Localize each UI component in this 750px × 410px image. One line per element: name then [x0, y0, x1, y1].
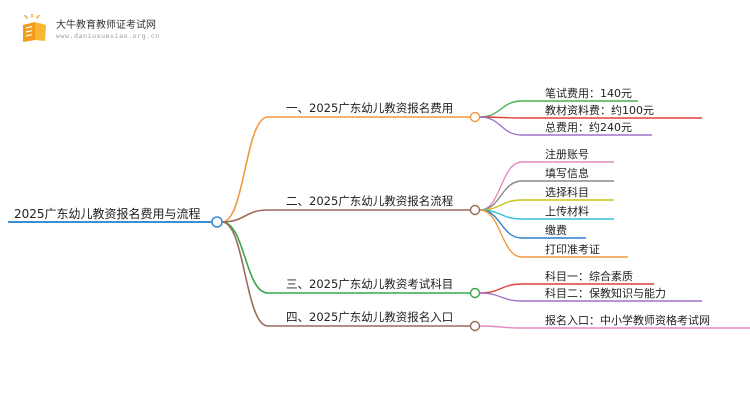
leaf-label[interactable]: 教材资料费：约100元 — [545, 103, 654, 117]
leaf-connector — [479, 100, 523, 118]
branch-label-1[interactable]: 一、2025广东幼儿教资报名费用 — [286, 101, 453, 115]
book-icon — [23, 14, 46, 42]
leaf-connector — [479, 292, 523, 302]
branch-collapse-toggle-4[interactable] — [469, 320, 481, 332]
leaf-connector — [479, 283, 523, 294]
branch-label-3[interactable]: 三、2025广东幼儿教资考试科目 — [286, 277, 453, 291]
logo-title: 大牛教育教师证考试网 — [56, 20, 156, 31]
mindmap-nodes: 2025广东幼儿教资报名费用与流程 一、2025广东幼儿教资报名费用 笔试费用：14… — [14, 86, 710, 332]
branch-connector-1 — [221, 116, 269, 223]
leaf-label[interactable]: 报名入口：中小学教师资格考试网 — [545, 313, 710, 327]
leaf-label[interactable]: 缴费 — [545, 223, 567, 237]
branch-label-4[interactable]: 四、2025广东幼儿教资报名入口 — [286, 310, 453, 324]
leaf-connector — [479, 209, 523, 258]
leaf-connector — [479, 116, 523, 136]
leaf-connector — [479, 161, 523, 211]
leaf-label[interactable]: 科目二：保教知识与能力 — [545, 286, 666, 300]
branch-label-2[interactable]: 二、2025广东幼儿教资报名流程 — [286, 194, 454, 208]
site-logo[interactable]: 大牛教育教师证考试网 www.daniuxuexiao.org.cn — [18, 14, 198, 48]
root-collapse-toggle[interactable] — [211, 216, 223, 228]
leaf-label[interactable]: 笔试费用：140元 — [545, 86, 632, 100]
leaf-label[interactable]: 总费用：约240元 — [545, 120, 632, 134]
leaf-label[interactable]: 选择科目 — [545, 185, 589, 199]
leaf-label[interactable]: 注册账号 — [545, 147, 589, 161]
leaf-label[interactable]: 打印准考证 — [545, 242, 600, 256]
root-topic-label[interactable]: 2025广东幼儿教资报名费用与流程 — [14, 206, 201, 221]
leaf-label[interactable]: 上传材料 — [545, 204, 589, 218]
logo-url: www.daniuxuexiao.org.cn — [56, 32, 160, 40]
branch-collapse-toggle-1[interactable] — [469, 111, 481, 123]
leaf-label[interactable]: 填写信息 — [545, 166, 589, 180]
branch-connector-3 — [221, 221, 269, 294]
branch-connector-2 — [221, 209, 269, 223]
mindmap-edges — [8, 100, 750, 329]
branch-collapse-toggle-2[interactable] — [469, 204, 481, 216]
leaf-connector — [479, 325, 523, 329]
leaf-label[interactable]: 科目一：综合素质 — [545, 269, 633, 283]
branch-collapse-toggle-3[interactable] — [469, 287, 481, 299]
branch-connector-4 — [221, 221, 269, 327]
